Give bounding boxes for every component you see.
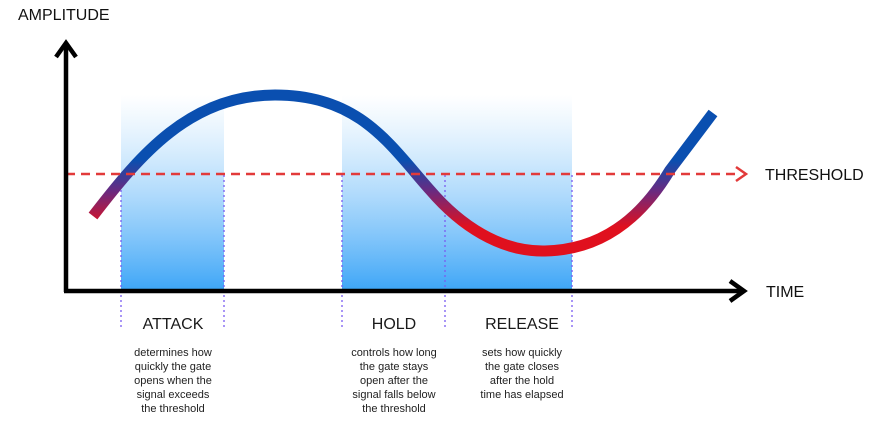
threshold-arrowhead — [735, 165, 749, 183]
attack-description-line: signal exceeds — [137, 389, 210, 401]
release-description-line: sets how quickly — [482, 347, 563, 359]
attack-description-line: the threshold — [141, 403, 205, 415]
attack-description: determines how quickly the gate opens wh… — [134, 347, 212, 415]
signal-wave — [88, 89, 718, 257]
release-description: sets how quickly the gate closes after t… — [480, 347, 563, 401]
release-label: RELEASE — [485, 316, 559, 333]
x-axis-arrowhead — [728, 279, 748, 303]
hold-description-line: open after the — [360, 375, 428, 387]
release-description-line: time has elapsed — [480, 389, 563, 401]
attack-description-line: quickly the gate — [135, 361, 211, 373]
hold-description-line: the threshold — [362, 403, 426, 415]
hold-description: controls how long the gate stays open af… — [351, 347, 437, 415]
attack-description-line: opens when the — [134, 375, 212, 387]
release-band — [445, 95, 572, 290]
hold-description-line: signal falls below — [352, 389, 435, 401]
hold-description-line: controls how long — [351, 347, 437, 359]
y-axis-arrowhead — [54, 39, 78, 59]
attack-label: ATTACK — [143, 316, 204, 333]
release-description-line: the gate closes — [485, 361, 559, 373]
threshold-label: THRESHOLD — [765, 167, 864, 184]
attack-description-line: determines how — [134, 347, 212, 359]
x-axis-label: TIME — [766, 284, 804, 301]
y-axis-label: AMPLITUDE — [18, 7, 110, 24]
hold-label: HOLD — [372, 316, 416, 333]
release-description-line: after the hold — [490, 375, 554, 387]
hold-description-line: the gate stays — [360, 361, 429, 373]
